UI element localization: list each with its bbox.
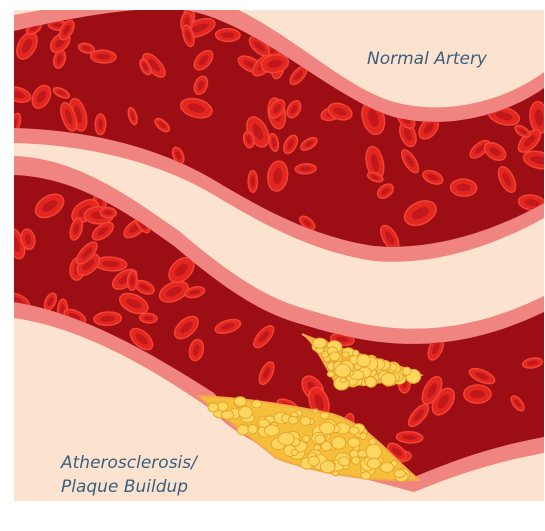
plaque-globule xyxy=(390,364,397,371)
plaque-globule xyxy=(237,425,249,435)
plaque-globule xyxy=(332,471,338,476)
red-blood-cell-icon xyxy=(248,170,258,192)
plaque-globule xyxy=(365,377,376,388)
plaque-globule xyxy=(381,463,394,473)
plaque-globule xyxy=(360,433,367,440)
plaque-globule xyxy=(313,338,327,348)
artery-illustration xyxy=(14,10,544,501)
plaque-globule xyxy=(288,417,298,425)
plaque-globule xyxy=(353,350,359,356)
plaque-globule xyxy=(367,458,380,468)
plaque-globule xyxy=(320,412,329,419)
plaque-globule xyxy=(322,441,332,451)
red-blood-cell-icon xyxy=(215,28,240,41)
plaque-globule xyxy=(234,397,246,407)
plaque-globule xyxy=(342,352,349,358)
plaque-globule xyxy=(357,354,371,366)
plaque-globule xyxy=(252,400,262,408)
plaque-globule xyxy=(208,403,218,412)
red-blood-cell-icon xyxy=(95,114,106,135)
plaque-globule xyxy=(217,402,228,412)
red-blood-cell-icon xyxy=(464,385,491,403)
plaque-globule xyxy=(338,457,349,466)
plaque-globule xyxy=(335,364,351,377)
red-blood-cell-icon xyxy=(90,50,116,64)
plaque-globule xyxy=(394,470,405,478)
plaque-globule xyxy=(300,417,310,426)
plaque-globule xyxy=(221,411,233,420)
plaque-globule xyxy=(352,457,361,465)
plaque-globule xyxy=(258,419,269,427)
plaque-globule xyxy=(312,409,318,413)
plaque-globule xyxy=(302,435,309,442)
atherosclerosis-label-line1: Atherosclerosis/ xyxy=(61,451,197,475)
plaque-globule xyxy=(381,373,396,386)
atherosclerosis-label-line2: Plaque Buildup xyxy=(61,475,197,499)
atherosclerosis-label: Atherosclerosis/ Plaque Buildup xyxy=(61,451,197,499)
plaque-globule xyxy=(248,425,258,434)
plaque-globule xyxy=(308,456,319,466)
red-blood-cell-icon xyxy=(295,163,316,174)
plaque-globule xyxy=(278,433,294,446)
plaque-globule xyxy=(239,407,253,419)
plaque-globule xyxy=(320,422,335,434)
plaque-globule xyxy=(329,352,340,361)
red-blood-cell-icon xyxy=(450,178,477,196)
red-blood-cell-icon xyxy=(127,271,137,291)
plaque-globule xyxy=(361,472,371,480)
plaque-globule xyxy=(366,444,382,459)
plaque-globule xyxy=(348,438,360,448)
plaque-globule xyxy=(340,378,347,383)
normal-artery-label: Normal Artery xyxy=(367,47,487,71)
plaque-globule xyxy=(320,461,334,473)
plaque-globule xyxy=(322,352,329,358)
plaque-globule xyxy=(291,449,298,455)
plaque-globule xyxy=(349,427,359,434)
plaque-globule xyxy=(332,437,346,450)
red-blood-cell-icon xyxy=(100,207,117,218)
